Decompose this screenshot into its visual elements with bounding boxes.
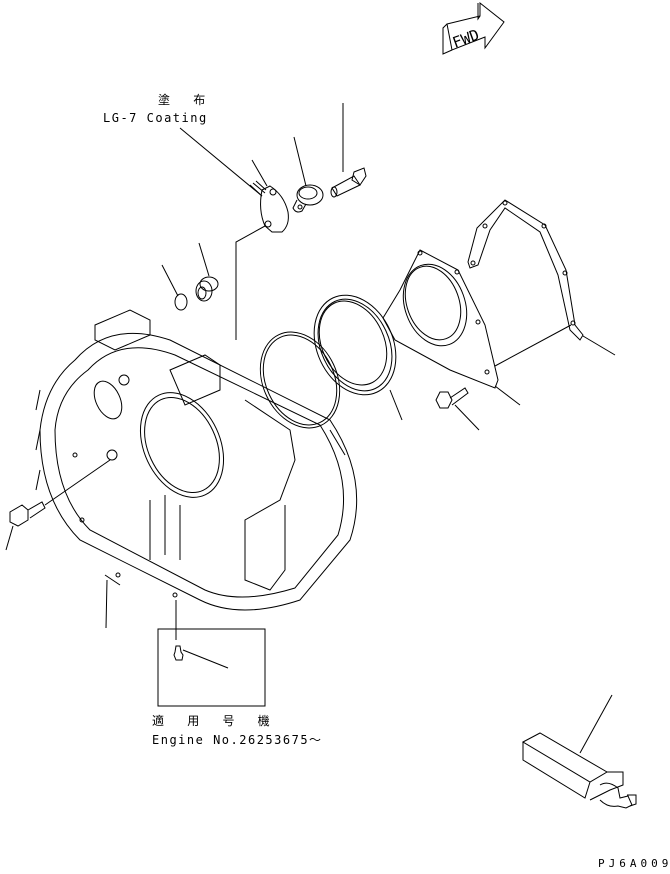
o-ring-large (245, 319, 354, 455)
retainer-bolt (436, 388, 479, 430)
housing-leader-line (106, 580, 107, 628)
cover-plate (236, 160, 288, 340)
coating-note-en: LG-7 Coating (103, 111, 208, 125)
svg-text:FWD: FWD (450, 26, 482, 52)
flywheel-housing (36, 310, 357, 640)
coating-leader-line (180, 128, 262, 196)
engine-note-en: Engine No.26253675～ (152, 733, 323, 747)
engine-note-jp: 適 用 号 機 (152, 714, 278, 728)
oil-seal (299, 282, 412, 420)
housing-bolt (6, 460, 110, 550)
gasket-large (468, 200, 615, 366)
drawing-code: PJ6A009 (598, 857, 670, 870)
engine-inset-box (158, 629, 265, 706)
gasket-small (293, 137, 323, 212)
coating-note-jp: 塗 布 (158, 93, 214, 107)
plug (196, 243, 218, 301)
cover-bolt (331, 103, 366, 197)
seal-retainer (383, 250, 520, 405)
o-ring-small (162, 265, 187, 310)
fwd-arrow-icon: FWD (443, 3, 504, 54)
installer-tool (523, 695, 636, 808)
